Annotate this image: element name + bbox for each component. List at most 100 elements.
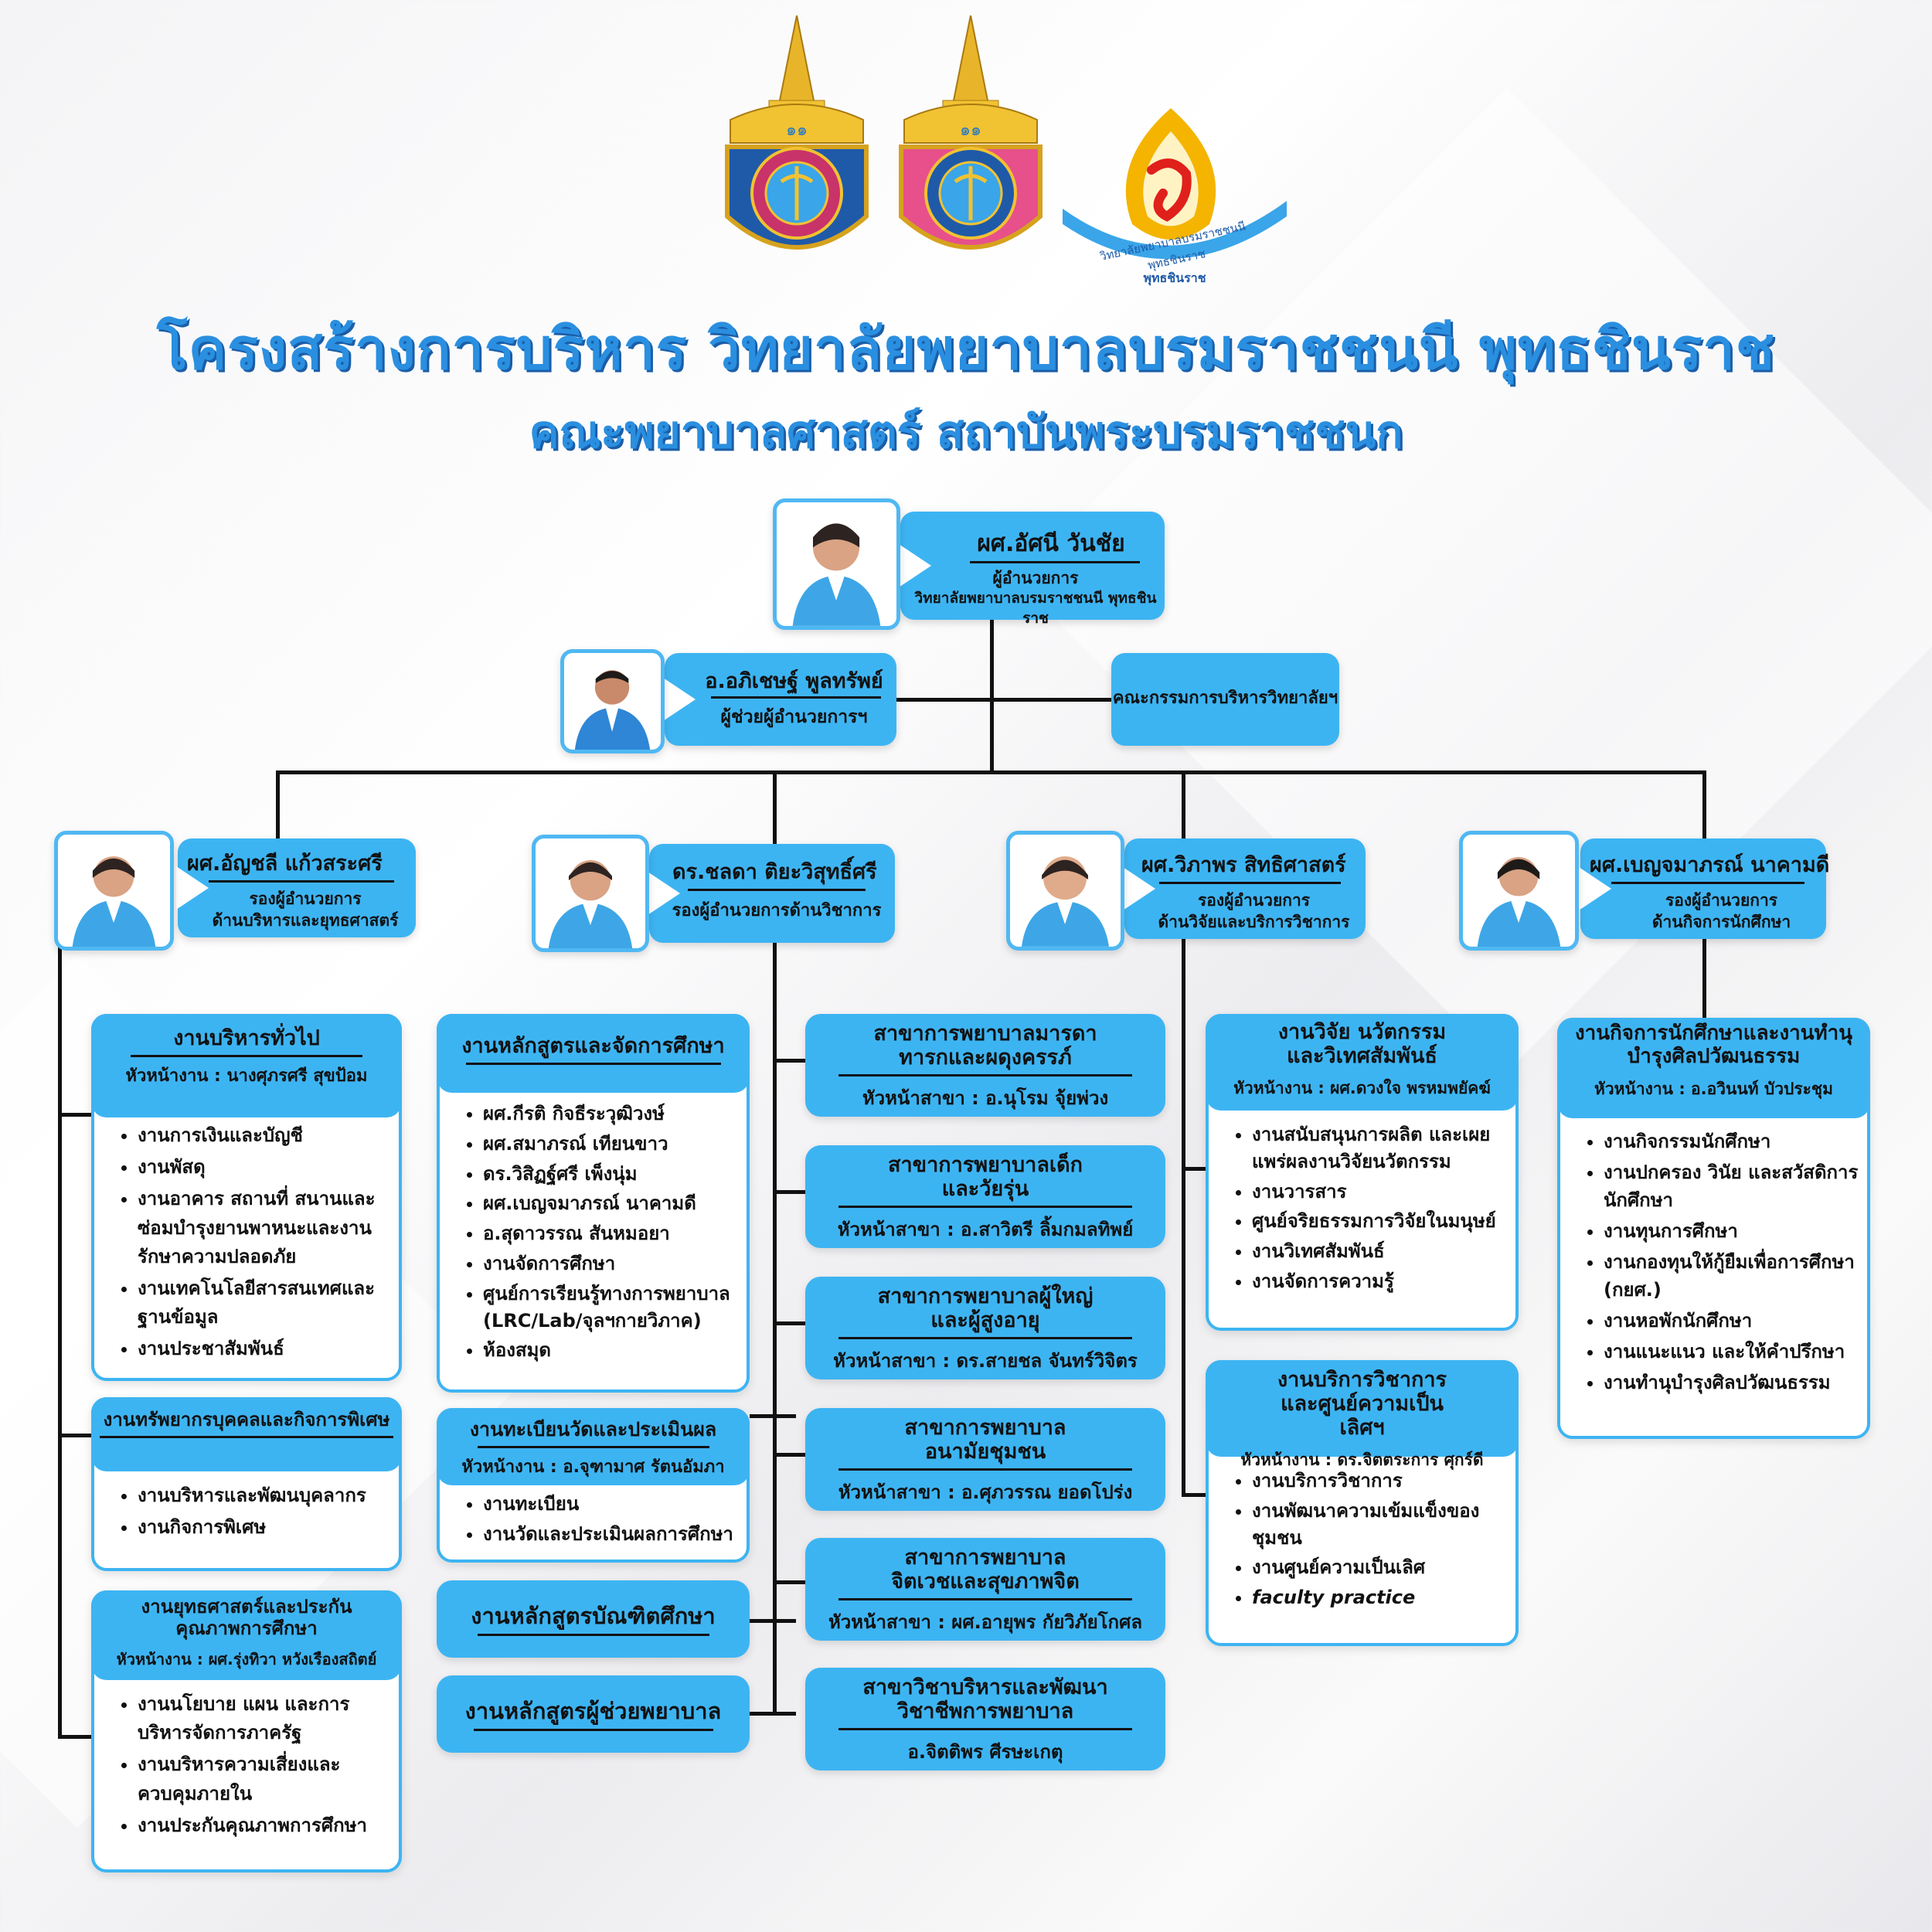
assistant-name: อ.อภิเชษฐ์ พูลทรัพย์ [705, 669, 883, 693]
connector-line [1182, 1493, 1209, 1497]
deputy-role-line: รองผู้อำนวยการ [249, 889, 362, 908]
card-header: งานทะเบียนวัดและประเมินผล หัวหน้างาน : อ… [437, 1408, 750, 1485]
department-card: งานกิจการนักศึกษาและงานทำนุบำรุงศิลปวัฒน… [1557, 1018, 1870, 1439]
deputy-role-line: รองผู้อำนวยการ [1665, 891, 1778, 910]
card-header: งานกิจการนักศึกษาและงานทำนุบำรุงศิลปวัฒน… [1557, 1018, 1870, 1118]
deputy-role-line: ด้านกิจการนักศึกษา [1651, 913, 1791, 932]
college-logo-subtext: พุทธชินราช [1143, 270, 1206, 285]
assistant-role: ผู้ช่วยผู้อำนวยการฯ [720, 707, 868, 727]
underline [838, 1074, 1132, 1077]
card-head: หัวหน้างาน : ผศ.รุ่งทิวา หวังเรืองสถิตย์ [116, 1650, 377, 1669]
card-list: งานการเงินและบัญชี งานพัสดุ งานอาคาร สถา… [94, 1121, 400, 1367]
deputy-box: ผศ.เบญจมาภรณ์ นาคามดี รองผู้อำนวยการด้าน… [1579, 838, 1829, 939]
deputy-box: ดร.ชลดา ติยะวิสุทธิ์ศรี รองผู้อำนวยการด้… [648, 844, 895, 943]
card-list: งานบริหารและพัฒนบุคลากร งานกิจการพิเศษ [94, 1481, 400, 1545]
svg-text:๑๑: ๑๑ [960, 121, 981, 140]
box-title: สาขาวิชาบริหารและพัฒนาวิชาชีพการพยาบาล [862, 1675, 1108, 1724]
list-item: งานทุนการศึกษา [1604, 1217, 1866, 1245]
underline [1159, 882, 1341, 884]
list-item: งานสนับสนุนการผลิต และเผยแพร่ผลงานวิจัยน… [1252, 1121, 1519, 1175]
college-logo: วิทยาลัยพยาบาลบรมราชชนนี พุทธชินราช พุทธ… [1055, 100, 1294, 286]
deputy-role: รองผู้อำนวยการด้านวิชาการ [665, 900, 889, 923]
branch-box: สาขาการพยาบาลเด็กและวัยรุ่น หัวหน้าสาขา … [805, 1145, 1165, 1248]
underline [970, 561, 1140, 563]
department-card: งานวิจัย นวัตกรรมและวิเทศสัมพันธ์ หัวหน้… [1206, 1014, 1519, 1331]
box-title: สาขาการพยาบาลจิตเวชและสุขภาพจิต [891, 1546, 1080, 1594]
list-item: งานวารสาร [1252, 1179, 1519, 1206]
list-item: งานกิจกรรมนักศึกษา [1604, 1128, 1866, 1155]
list-item: งานนโยบาย แผน และการบริหารจัดการภาครัฐ [138, 1690, 385, 1747]
connector-line [773, 1190, 808, 1194]
underline [838, 1206, 1132, 1209]
list-item: งานทะเบียน [483, 1491, 753, 1518]
underline [100, 1435, 393, 1438]
connector-line [773, 1059, 808, 1063]
list-item: งานอาคาร สถานที่ สนานและซ่อมบำรุงยานพาหน… [138, 1185, 400, 1271]
list-item: งานหอพักนักศึกษา [1604, 1307, 1866, 1335]
department-box: งานหลักสูตรผู้ช่วยพยาบาล [437, 1675, 750, 1753]
deputy-name: ผศ.อัญชลี แก้วสระศรี [187, 852, 383, 876]
department-card: งานยุทธศาสตร์และประกันคุณภาพการศึกษา หัว… [91, 1590, 402, 1872]
director-role-line: ผู้อำนวยการ [992, 569, 1079, 587]
connector-line [1182, 1167, 1209, 1171]
connector-line [276, 770, 280, 844]
card-head: หัวหน้างาน : ผศ.ดวงใจ พรหมพยัคฆ์ [1233, 1079, 1491, 1098]
list-item: อ.สุดาวรรณ สันหมอยา [483, 1220, 746, 1247]
list-item: งานวิเทศสัมพันธ์ [1252, 1238, 1519, 1265]
card-list: งานทะเบียน งานวัดและประเมินผลการศึกษา [440, 1491, 753, 1551]
list-item: งานพัสดุ [138, 1153, 400, 1182]
underline [131, 1055, 362, 1058]
department-card: งานหลักสูตรและจัดการศึกษา ผศ.กีรติ กิจธี… [437, 1014, 750, 1393]
card-head: หัวหน้างาน : อ.จุฑามาศ รัตนอัมภา [461, 1457, 725, 1477]
department-card: งานทรัพยากรบุคคลและกิจการพิเศษ งานบริหาร… [91, 1397, 402, 1571]
department-box: งานหลักสูตรบัณฑิตศึกษา [437, 1580, 750, 1658]
card-header: งานบริหารทั่วไป หัวหน้างาน : นางศุภรศรี … [91, 1014, 402, 1117]
card-title: งานวิจัย นวัตกรรมและวิเทศสัมพันธ์ [1277, 1020, 1447, 1069]
list-item: งานจัดการศึกษา [483, 1250, 746, 1277]
box-title: สาขาการพยาบาลเด็กและวัยรุ่น [887, 1153, 1083, 1202]
deputy-photo [54, 831, 174, 951]
department-card: งานทะเบียนวัดและประเมินผล หัวหน้างาน : อ… [437, 1408, 750, 1563]
connector-line [773, 1321, 808, 1325]
underline [1611, 882, 1804, 884]
card-head: หัวหน้างาน : อ.อวินนท์ บัวประชุม [1594, 1079, 1833, 1098]
underline [477, 1634, 709, 1637]
card-title: งานกิจการนักศึกษาและงานทำนุบำรุงศิลปวัฒน… [1574, 1022, 1853, 1068]
list-item: งานประกันคุณภาพการศึกษา [138, 1811, 385, 1840]
connector-line [750, 1414, 796, 1418]
assistant-box: อ.อภิเชษฐ์ พูลทรัพย์ ผู้ช่วยผู้อำนวยการฯ [663, 653, 896, 746]
connector-line [773, 1580, 808, 1584]
list-item: ดร.วิสิฏฐ์ศรี เพ็งนุ่ม [483, 1161, 746, 1188]
underline [473, 1729, 713, 1732]
list-item: งานแนะแนว และให้คำปรึกษา [1604, 1338, 1866, 1366]
page-title: โครงสร้างการบริหาร วิทยาลัยพยาบาลบรมราชช… [156, 316, 1776, 383]
list-item: ศูนย์จริยธรรมการวิจัยในมนุษย์ [1252, 1208, 1519, 1235]
connector-line [990, 587, 994, 773]
list-item: งานศูนย์ความเป็นเลิศ [1252, 1554, 1499, 1581]
connector-line [750, 1619, 796, 1623]
list-item: faculty practice [1252, 1584, 1499, 1611]
underline [209, 880, 394, 883]
deputy-photo [1459, 831, 1579, 951]
list-item: ผศ.เบญจมาภรณ์ นาคามดี [483, 1190, 746, 1217]
card-header: งานยุทธศาสตร์และประกันคุณภาพการศึกษา หัว… [91, 1590, 402, 1680]
list-item: ห้องสมุด [483, 1337, 746, 1364]
list-item: งานวัดและประเมินผลการศึกษา [483, 1521, 753, 1548]
institute-emblem-logo: ๑๑ [715, 15, 879, 278]
card-title: งานยุทธศาสตร์และประกันคุณภาพการศึกษา [141, 1596, 352, 1639]
card-title: งานหลักสูตรและจัดการศึกษา [461, 1034, 725, 1058]
underline [838, 1337, 1132, 1340]
card-list: งานสนับสนุนการผลิต และเผยแพร่ผลงานวิจัยน… [1209, 1121, 1519, 1298]
deputy-name: ดร.ชลดา ติยะวิสุทธิ์ศรี [672, 860, 877, 884]
box-title: สาขาการพยาบาลผู้ใหญ่และผู้สูงอายุ [877, 1284, 1094, 1333]
box-title: งานหลักสูตรผู้ช่วยพยาบาล [464, 1698, 722, 1724]
branch-box: สาขาวิชาบริหารและพัฒนาวิชาชีพการพยาบาล อ… [805, 1668, 1165, 1770]
card-header: งานหลักสูตรและจัดการศึกษา [437, 1014, 750, 1093]
box-title: สาขาการพยาบาลมารดา ทารกและผดุงครรภ์ [873, 1022, 1097, 1070]
branch-box: สาขาการพยาบาลจิตเวชและสุขภาพจิต หัวหน้าส… [805, 1538, 1165, 1641]
deputy-box: ผศ.อัญชลี แก้วสระศรี รองผู้อำนวยการด้านบ… [176, 838, 416, 937]
list-item: งานจัดการความรู้ [1252, 1268, 1519, 1295]
director-box: ผศ.อัศนี วันชัย ผู้อำนวยการ วิทยาลัยพยาบ… [899, 512, 1165, 627]
list-item: งานปกครอง วินัย และสวัสดิการนักศึกษา [1604, 1158, 1866, 1214]
deputy-role-line: รองผู้อำนวยการด้านวิชาการ [672, 901, 882, 920]
